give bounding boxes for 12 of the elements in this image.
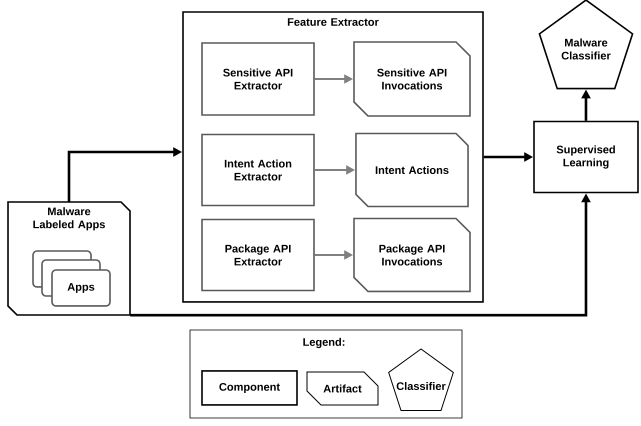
- component-box: Package API Extractor: [201, 218, 315, 292]
- app-card-stack: Apps: [32, 250, 111, 307]
- classifier-pentagon: Malware Classifier: [538, 0, 634, 90]
- classifier-sample: Classifier: [388, 348, 454, 411]
- artifact-box: Intent Actions: [355, 132, 469, 208]
- component-box: Supervised Learning: [533, 120, 639, 194]
- artifact-sample: Artifact: [306, 371, 378, 406]
- component-box: Sensitive API Extractor: [201, 42, 315, 116]
- artifact-box: Sensitive API Invocations: [353, 41, 471, 117]
- component-sample: Component: [201, 370, 298, 406]
- artifact-box: Package API Invocations: [353, 218, 471, 292]
- component-box: Intent Action Extractor: [201, 134, 315, 206]
